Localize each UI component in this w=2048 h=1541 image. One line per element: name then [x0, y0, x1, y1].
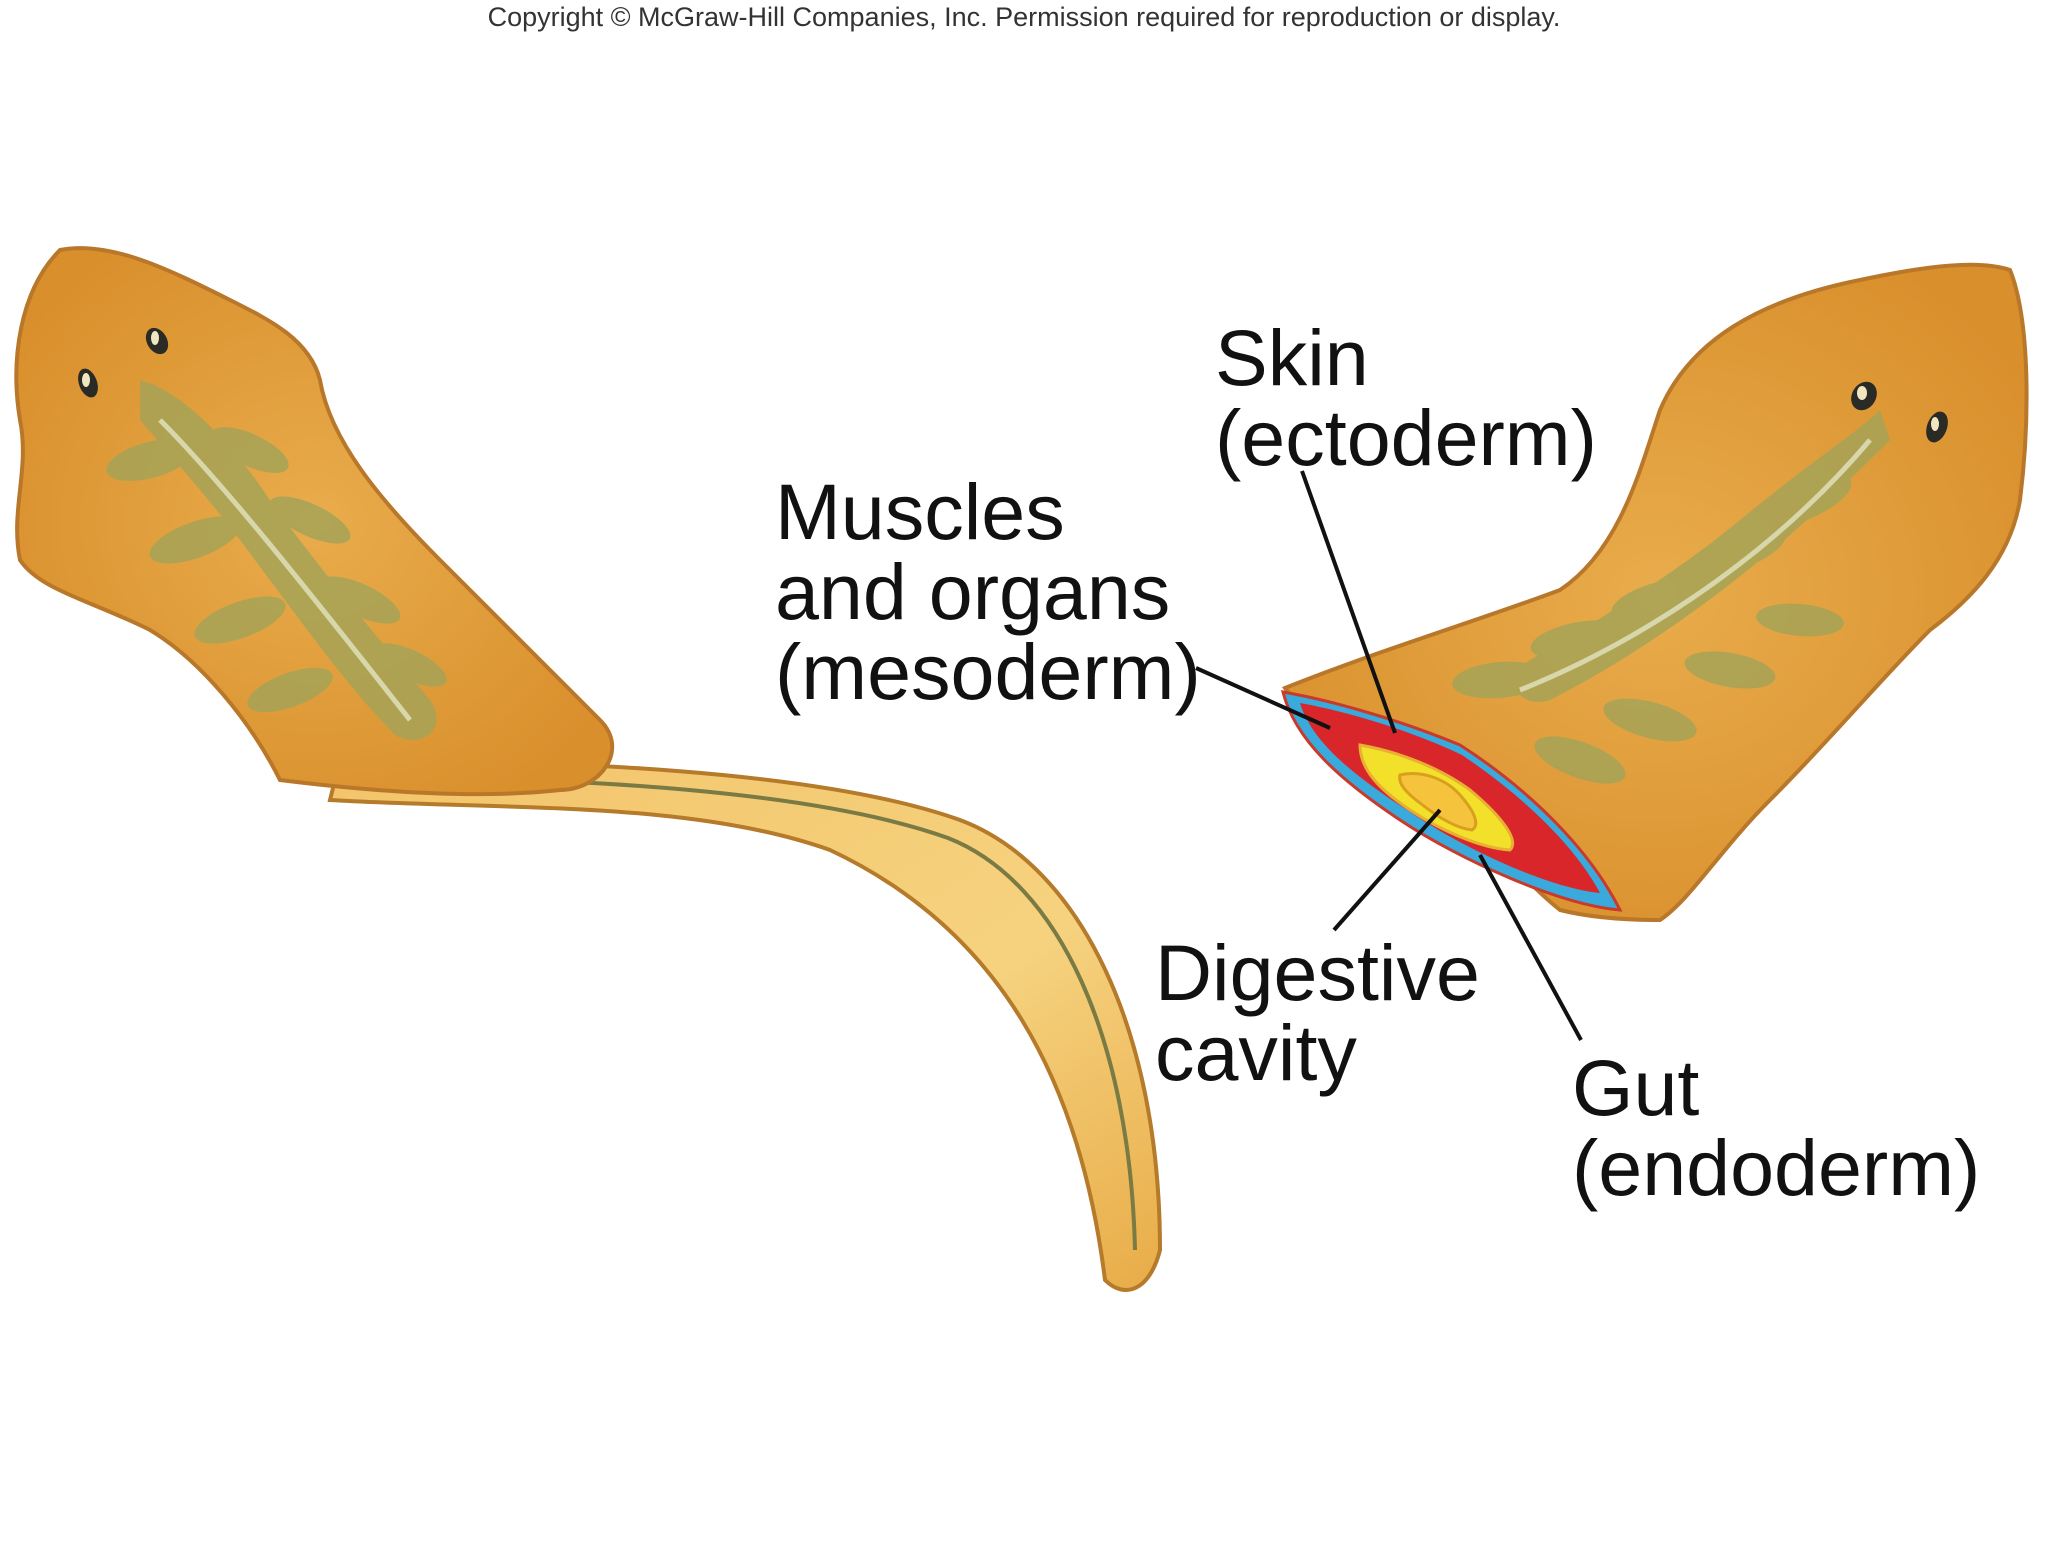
copyright-notice: Copyright © McGraw-Hill Companies, Inc. …	[0, 0, 2048, 34]
label-skin: Skin (ectoderm)	[1215, 318, 1597, 478]
digestive-leader-line	[1334, 810, 1440, 930]
whole-flatworm	[16, 248, 1160, 1290]
label-gut: Gut (endoderm)	[1572, 1048, 1980, 1208]
label-mesoderm: Muscles and organs (mesoderm)	[775, 472, 1201, 712]
label-digestive-cavity: Digestive cavity	[1155, 933, 1480, 1093]
flatworm-tail	[330, 760, 1160, 1290]
